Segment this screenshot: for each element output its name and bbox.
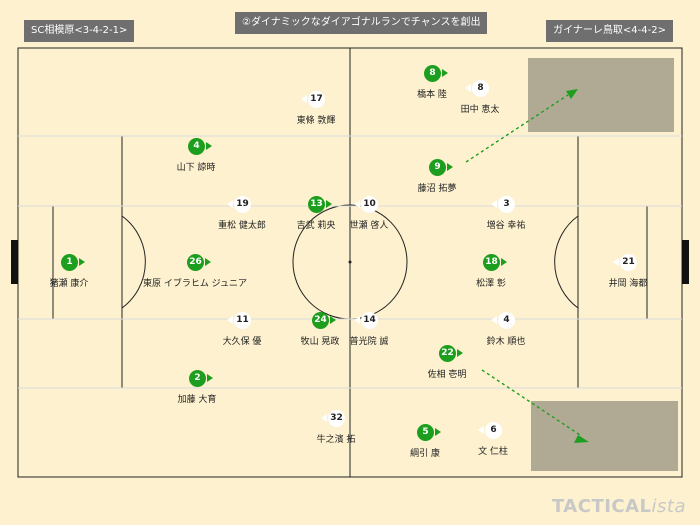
player-name: 重松 健太郎 [218, 221, 266, 231]
center-spot [348, 260, 352, 264]
right-penalty-arc [554, 215, 579, 309]
player-name: 牛之濱 拓 [316, 435, 356, 445]
player-name: 加藤 大育 [177, 395, 217, 405]
watermark-logo: TACTICALista [551, 496, 686, 517]
left-penalty-arc [121, 215, 146, 309]
player-name: 藤沼 拓夢 [417, 184, 457, 194]
right-goal [682, 240, 689, 284]
player-name: 山下 諒時 [176, 163, 216, 173]
player-name: 松澤 彰 [476, 279, 506, 289]
player-name: 文 仁柱 [478, 447, 508, 457]
player-name: 東原 イブラヒム ジュニア [142, 279, 248, 289]
title-box: ②ダイナミックなダイアゴナルランでチャンスを創出 [235, 12, 488, 34]
home-team-label: SC相模原<3-4-2-1> [24, 20, 135, 42]
player-name: 猪瀬 康介 [49, 279, 89, 289]
player-name: 鈴木 順也 [486, 337, 526, 347]
player-name: 井岡 海都 [608, 279, 648, 289]
away-team-label: ガイナーレ鳥取<4-4-2> [546, 20, 673, 42]
player-name: 大久保 優 [222, 337, 262, 347]
player-name: 橋本 陸 [417, 90, 447, 100]
diagonal-run-arrow-bottom [481, 369, 581, 436]
player-name: 田中 恵太 [460, 105, 500, 115]
arrowhead-top [566, 89, 578, 99]
left-goal [11, 240, 18, 284]
player-name: 世瀬 啓人 [349, 221, 389, 231]
arrowhead-bottom [574, 435, 589, 443]
space-zone-bottom [531, 401, 678, 471]
player-name: 牧山 晃政 [300, 337, 340, 347]
player-name: 増谷 幸祐 [486, 221, 526, 231]
player-name: 佐相 壱明 [427, 370, 467, 380]
space-zone-top [528, 58, 674, 132]
diagonal-run-arrow-top [465, 94, 569, 163]
player-name: 綱引 康 [410, 449, 440, 459]
player-name: 東條 敦輝 [296, 116, 336, 126]
player-name: 普光院 誠 [349, 337, 389, 347]
player-name: 吉武 莉央 [296, 221, 336, 231]
